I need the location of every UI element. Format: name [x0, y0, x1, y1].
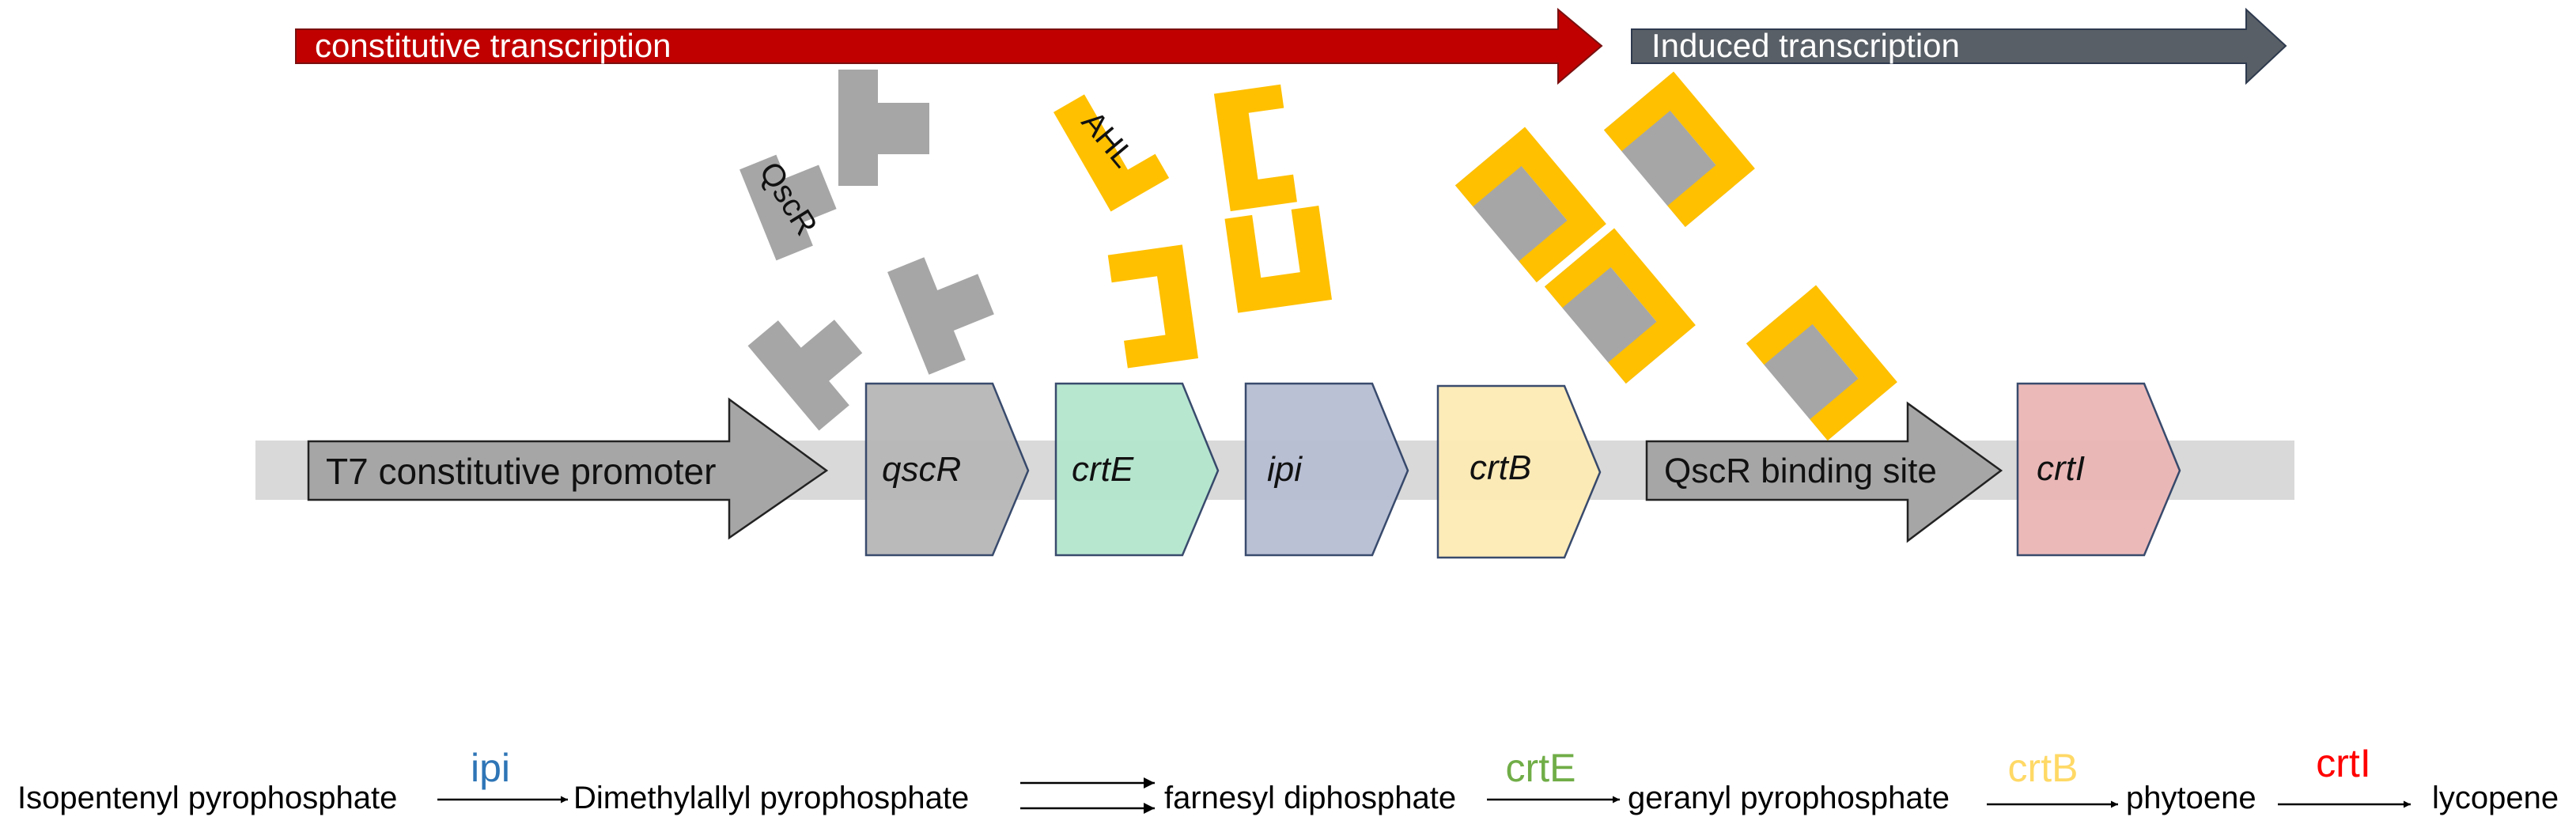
gene-crti: crtI — [2016, 382, 2181, 557]
qscr-protein-labeled: QscR — [740, 154, 837, 261]
constitutive-transcription-arrow: constitutive transcription — [295, 7, 1603, 85]
qscr-protein — [838, 70, 929, 186]
induced-transcription-label: Induced transcription — [1651, 27, 1960, 64]
qscr-ahl-complex — [1544, 228, 1696, 384]
compound-isopentenyl-pyrophosphate: Isopentenyl pyrophosphate — [17, 781, 397, 815]
qscr-protein — [887, 257, 994, 375]
pathway: Isopentenyl pyrophosphate ipi Dimethylal… — [17, 741, 2559, 815]
compound-dimethylallyl-pyrophosphate: Dimethylallyl pyrophosphate — [573, 781, 969, 815]
compound-lycopene: lycopene — [2432, 781, 2559, 815]
qscr-protein — [747, 320, 863, 431]
qscr-ahl-complex-bound — [1746, 285, 1897, 441]
gene-crti-label: crtI — [2037, 449, 2085, 488]
ahl-molecule — [1107, 244, 1199, 369]
qscr-binding-site: QscR binding site — [1645, 401, 2003, 543]
ahl-molecule-labeled: AHL — [1053, 94, 1170, 212]
gene-crtb-label: crtB — [1470, 448, 1531, 487]
qscr-binding-site-label: QscR binding site — [1664, 452, 1937, 490]
gene-ipi-label: ipi — [1267, 450, 1303, 489]
ahl-molecule — [1213, 84, 1297, 212]
induced-transcription-arrow: Induced transcription — [1631, 7, 2287, 85]
qscr-ahl-complex — [1454, 127, 1606, 282]
ahl-molecule — [1224, 206, 1333, 313]
enzyme-label-crtb: crtB — [2008, 746, 2079, 790]
gene-ipi: ipi — [1244, 382, 1409, 557]
gene-qscr: qscR — [864, 382, 1030, 557]
compound-phytoene: phytoene — [2126, 781, 2256, 815]
enzyme-label-crte: crtE — [1506, 746, 1576, 790]
gene-qscr-label: qscR — [882, 450, 961, 489]
gene-crtb: crtB — [1436, 384, 1602, 559]
gene-crte-label: crtE — [1072, 450, 1134, 489]
compound-geranyl-pyrophosphate: geranyl pyrophosphate — [1628, 781, 1950, 815]
enzyme-label-ipi: ipi — [471, 746, 510, 790]
enzyme-label-crti: crtI — [2316, 741, 2370, 785]
t7-promoter: T7 constitutive promoter — [307, 397, 829, 540]
t7-promoter-label: T7 constitutive promoter — [326, 451, 716, 492]
constitutive-transcription-label: constitutive transcription — [315, 27, 671, 64]
qscr-ahl-complex — [1603, 71, 1755, 227]
gene-crte: crtE — [1054, 382, 1220, 557]
compound-farnesyl-diphosphate: farnesyl diphosphate — [1164, 781, 1456, 815]
